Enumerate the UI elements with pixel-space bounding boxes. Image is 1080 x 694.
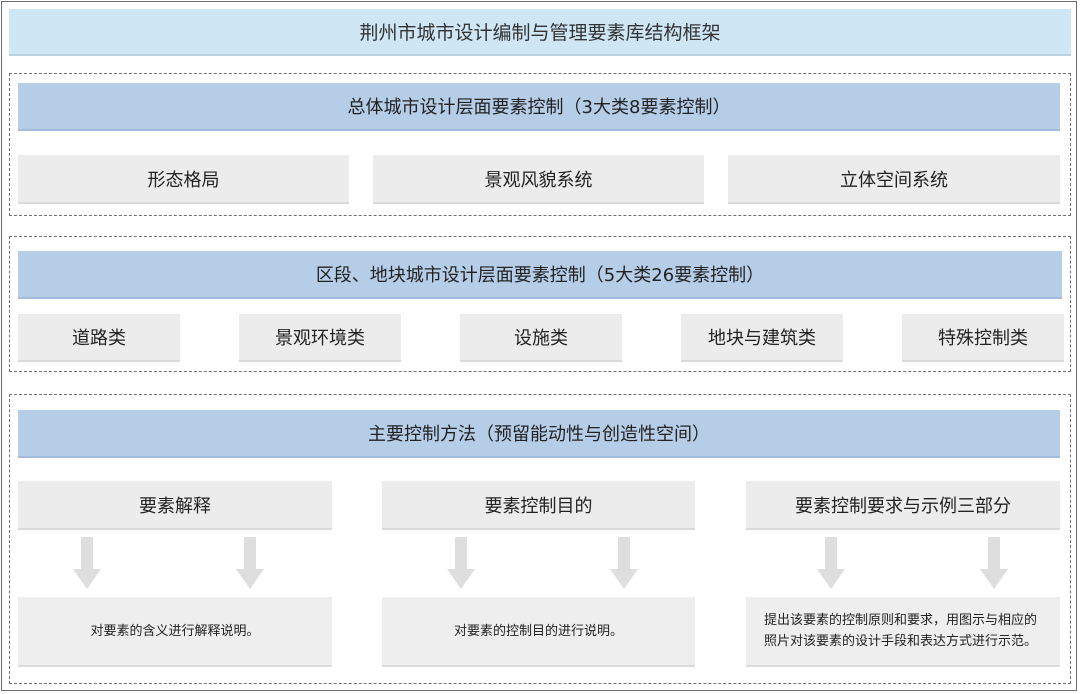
method-explain-label: 要素解释 [18,481,332,530]
down-arrow-icon [610,537,638,589]
down-arrow-icon [236,537,264,589]
down-arrow-icon [980,537,1008,589]
methods-heading: 主要控制方法（预留能动性与创造性空间） [18,410,1060,458]
overall-item-landscape: 景观风貌系统 [373,155,704,204]
method-purpose-description: 对要素的控制目的进行说明。 [382,597,695,667]
district-item-facility: 设施类 [460,314,622,362]
diagram-title: 荆州市城市设计编制与管理要素库结构框架 [9,9,1071,56]
overall-heading: 总体城市设计层面要素控制（3大类8要素控制） [18,83,1060,131]
down-arrow-icon [73,537,101,589]
district-item-special: 特殊控制类 [902,314,1064,362]
down-arrow-icon [447,537,475,589]
district-item-road: 道路类 [18,314,180,362]
method-requirement-label: 要素控制要求与示例三部分 [746,481,1060,530]
method-purpose-label: 要素控制目的 [382,481,695,530]
methods-section [9,394,1071,684]
method-requirement-description: 提出该要素的控制原则和要求，用图示与相应的照片对该要素的设计手段和表达方式进行示… [746,597,1060,667]
district-section [9,236,1071,372]
district-item-building: 地块与建筑类 [681,314,843,362]
district-heading: 区段、地块城市设计层面要素控制（5大类26要素控制） [18,251,1062,299]
overall-section [9,73,1071,216]
overall-item-space: 立体空间系统 [728,155,1060,204]
down-arrow-icon [817,537,845,589]
district-item-environment: 景观环境类 [239,314,401,362]
overall-item-form: 形态格局 [18,155,349,204]
method-explain-description: 对要素的含义进行解释说明。 [18,597,332,667]
